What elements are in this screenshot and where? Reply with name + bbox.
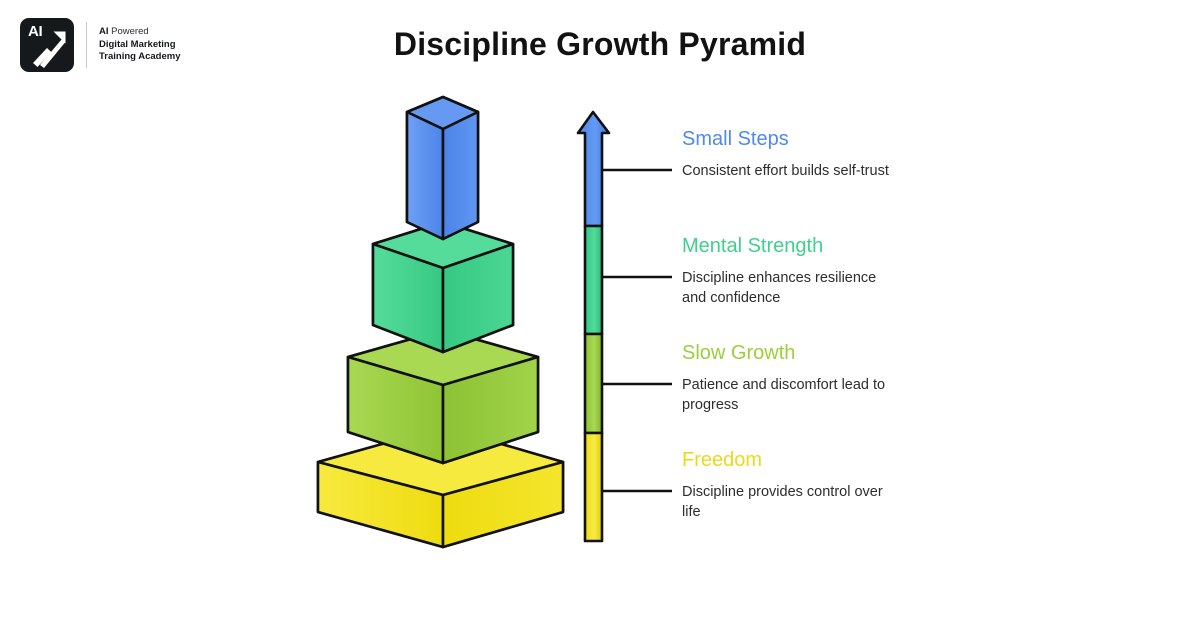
legend-title-mental-strength: Mental Strength [682,235,824,257]
legend-desc-slow-growth: Patience and discomfort lead to progress [682,376,886,414]
legend-desc-freedom: Discipline provides control over life [682,483,883,521]
legend-item-slow-growth: Slow Growth Patience and discomfort lead… [682,342,982,416]
legend-desc-mental-strength: Discipline enhances resilience and confi… [682,269,877,307]
pyramid-block-small-steps [405,95,480,241]
legend-item-mental-strength: Mental Strength Discipline enhances resi… [682,235,982,309]
logo-ai-text: AI [28,23,43,40]
logo-mark: AI [20,18,74,72]
logo-line-1-bold: AI [99,26,109,38]
pyramid-block-mental-strength [371,220,515,354]
upward-arrow-icon [33,31,66,68]
legend-title-slow-growth: Slow Growth [682,342,796,364]
growth-direction-arrow [576,110,611,543]
logo-line-2: Digital Marketing [99,38,176,50]
connector-lines [602,168,672,493]
brand-logo: AI AI Powered Digital Marketing Training… [20,18,180,72]
legend-item-freedom: Freedom Discipline provides control over… [682,449,982,523]
logo-line-1: AI Powered [99,26,180,39]
logo-wordmark: AI Powered Digital Marketing Training Ac… [99,26,180,64]
legend-title-freedom: Freedom [682,449,763,471]
page-title: Discipline Growth Pyramid [393,26,807,62]
logo-line-3: Training Academy [99,51,181,63]
logo-line-1-rest: Powered [108,26,149,38]
legend-desc-small-steps: Consistent effort builds self-trust [682,162,889,179]
legend-title-small-steps: Small Steps [682,128,789,150]
pyramid-block-slow-growth [346,328,540,465]
legend-item-small-steps: Small Steps Consistent effort builds sel… [682,128,982,181]
pyramid-block-freedom [316,425,565,549]
logo-divider [86,22,87,68]
